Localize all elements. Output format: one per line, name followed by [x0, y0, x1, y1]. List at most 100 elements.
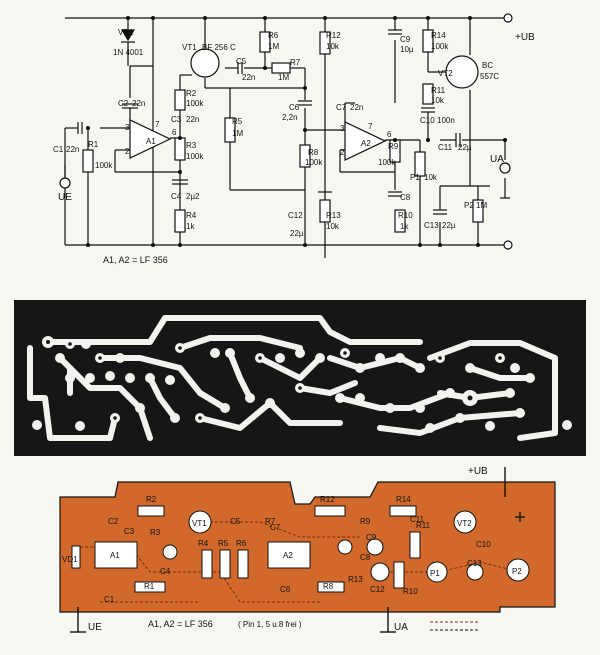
- vt2-transistor: [445, 55, 479, 89]
- vd1-diode: [120, 29, 136, 42]
- vt2-type-b-label: 557C: [480, 72, 499, 81]
- a1-pin2: 2: [125, 147, 130, 156]
- c4-label: C4: [171, 192, 182, 201]
- r9-label: R9: [388, 142, 399, 151]
- schematic-components: [59, 13, 513, 250]
- r5-label: R5: [232, 117, 243, 126]
- layout-label-ub: +UB: [468, 466, 488, 477]
- c10-label: C10: [420, 116, 435, 125]
- a2-opamp: [344, 121, 387, 161]
- layout-label-c11: C11: [410, 515, 425, 524]
- ua-label: UA: [490, 154, 504, 165]
- a2-pin2: 2: [340, 148, 345, 157]
- layout-label-ua: UA: [394, 622, 408, 633]
- layout-label-c2: C2: [108, 517, 119, 526]
- r2-label: R2: [186, 89, 197, 98]
- r14-body: [422, 29, 434, 53]
- layout-label-r7: R7: [265, 517, 276, 526]
- component-placement: VD1 A1 A2 VT1 VT2 R2 R1 R3 R4 R5 R6 R7 R…: [0, 462, 600, 650]
- a1-pin3: 3: [125, 123, 130, 132]
- layout-c7: [337, 539, 353, 555]
- r4-value: 1k: [186, 222, 195, 231]
- layout-caption-note: ( Pin 1, 5 u.8 frei ): [238, 620, 302, 629]
- layout-label-vt1: VT1: [192, 519, 207, 528]
- vt1-transistor: [190, 48, 220, 78]
- c1-label: C1: [53, 145, 64, 154]
- a2-pin7: 7: [368, 122, 373, 131]
- c4-value: 2µ2: [186, 192, 200, 201]
- schematic-diode-caps: [77, 29, 461, 215]
- layout-label-r6: R6: [236, 539, 247, 548]
- a2-pin3: 3: [340, 124, 345, 133]
- layout-p2: [506, 558, 530, 582]
- a1-opamp: [129, 119, 172, 159]
- p2-label: P2: [464, 201, 474, 210]
- layout-label-r10: R10: [403, 587, 418, 596]
- r6-value: 1M: [268, 42, 279, 51]
- r10-value: 1k: [400, 222, 409, 231]
- a2-pin6: 6: [387, 130, 392, 139]
- layout-svg: VD1 A1 A2 VT1 VT2 R2 R1 R3 R4 R5 R6 R7 R…: [59, 466, 556, 633]
- vd1-type-label: 1N 4001: [113, 48, 144, 57]
- schematic-wires: [64, 17, 510, 258]
- layout-labels: VD1 A1 A2 VT1 VT2 R2 R1 R3 R4 R5 R6 R7 R…: [62, 466, 522, 633]
- c3-value: 22n: [186, 115, 199, 124]
- layout-label-c7: C7: [270, 523, 281, 532]
- r1-value: 100k: [95, 161, 113, 170]
- layout-label-c3: C3: [124, 527, 135, 536]
- r8-value: 100k: [305, 158, 323, 167]
- ua-terminal: [499, 162, 511, 174]
- p2-value: 1M: [476, 201, 487, 210]
- layout-a1: [94, 541, 138, 569]
- r4-label: R4: [186, 211, 197, 220]
- pcb-mount-holes: [32, 420, 572, 430]
- r6-body: [259, 31, 271, 53]
- c11-label: C11: [438, 143, 453, 152]
- layout-label-r4: R4: [198, 539, 209, 548]
- r11-body: [422, 83, 434, 105]
- r3-label: R3: [186, 141, 197, 150]
- vd1-label: VD1: [118, 28, 134, 37]
- layout-label-a2: A2: [283, 551, 293, 560]
- r14-value: 100k: [431, 42, 449, 51]
- c10-value: 100n: [437, 116, 455, 125]
- layout-p1: [426, 561, 448, 583]
- layout-label-c8: C8: [360, 553, 371, 562]
- a1-label: A1: [146, 137, 156, 146]
- r13-body: [319, 199, 331, 223]
- c13-label: C13: [424, 221, 439, 230]
- p1-body: [414, 151, 426, 177]
- r8-body: [299, 144, 311, 168]
- ue-label: UE: [58, 192, 72, 203]
- r8-label: R8: [308, 148, 319, 157]
- layout-label-r12: R12: [320, 495, 335, 504]
- a2-label: A2: [361, 139, 371, 148]
- a1-pin6: 6: [172, 128, 177, 137]
- schematic-caption: A1, A2 = LF 356: [103, 255, 168, 265]
- layout-r14: [389, 505, 417, 517]
- vt1-label: VT1: [182, 43, 197, 52]
- layout-r1: [134, 581, 166, 593]
- c12-label: C12: [288, 211, 303, 220]
- layout-vd1: [71, 545, 81, 569]
- c11-value: 22µ: [458, 143, 472, 152]
- layout-a2: [267, 541, 311, 569]
- r2-body: [174, 89, 186, 111]
- pcb-svg: [14, 300, 586, 456]
- r1-label: R1: [88, 140, 99, 149]
- layout-label-r8: R8: [323, 582, 334, 591]
- layout-label-r3: R3: [150, 528, 161, 537]
- layout-label-c5: C5: [230, 517, 241, 526]
- r12-value: 10k: [326, 42, 340, 51]
- r10-label: R10: [398, 211, 413, 220]
- pcb-drill-holes: [46, 340, 502, 420]
- c1-value: 22n: [66, 145, 79, 154]
- layout-label-ue: UE: [88, 622, 102, 633]
- a1-pin7: 7: [155, 120, 160, 129]
- c12-value: 22µ: [290, 229, 304, 238]
- c2-label: C2: [118, 99, 129, 108]
- c8-label: C8: [400, 193, 411, 202]
- c3-label: C3: [171, 115, 182, 124]
- layout-r10: [393, 561, 405, 589]
- layout-label-p1: P1: [430, 569, 440, 578]
